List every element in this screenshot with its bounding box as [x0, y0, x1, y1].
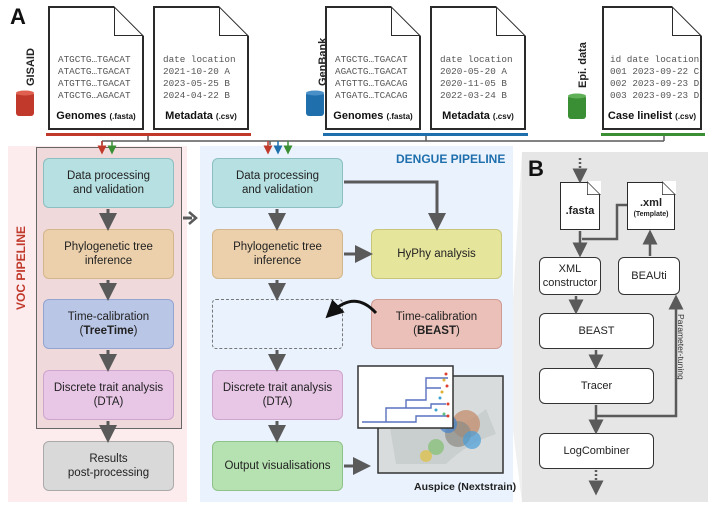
database-icon-genbank: [306, 90, 324, 116]
source-merge-lines: [101, 136, 665, 145]
fasta-file: .fasta: [560, 181, 601, 230]
gisaid-bar: [46, 133, 251, 136]
logcombiner: LogCombiner: [539, 433, 654, 469]
doc-caption: Genomes (.fasta): [333, 110, 413, 122]
beast: BEAST: [539, 313, 654, 349]
xml-constructor: XML constructor: [539, 257, 601, 295]
panel-label-b: B: [528, 156, 544, 181]
panel-label-a: A: [10, 4, 26, 29]
doc-content: ATGCTG…TGACAT ATACTG…TGACAT ATGTTG…TGACA…: [58, 54, 131, 101]
doc-gisaid-metadata: date location 2021-10-20 A 2023-05-25 B …: [153, 6, 249, 130]
dengue-time-calibration: Time-calibration (BEAST): [371, 299, 502, 349]
map-bubble: [420, 450, 432, 462]
doc-content: date location 2021-10-20 A 2023-05-25 B …: [163, 54, 236, 101]
page-fold-icon: [496, 6, 526, 36]
fasta-label: .fasta: [565, 205, 595, 217]
treetime-label: TreeTime: [83, 325, 134, 337]
voc-results-postprocessing: Results post-processing: [43, 441, 174, 491]
voc-to-dengue-arrow: [188, 211, 198, 225]
voc-phylo-inference: Phylogenetic tree inference: [43, 229, 174, 279]
page-fold-icon: [662, 181, 676, 195]
doc-content: date location 2020-05-20 A 2020-11-05 B …: [440, 54, 513, 101]
xml-template-file: .xml (Template): [627, 181, 676, 230]
auspice-caption: Auspice (Nextstrain): [414, 481, 517, 493]
page-fold-icon: [391, 6, 421, 36]
voc-time-calibration: Time-calibration (TreeTime): [43, 299, 174, 349]
map-bubble: [463, 431, 481, 449]
page-fold-icon: [219, 6, 249, 36]
auspice-screenshot: [357, 365, 504, 474]
doc-genbank-genomes: ATGCTG…TGACAT AGACTG…TGACAT ATGTTG…TGACA…: [325, 6, 421, 130]
doc-caption: Metadata (.csv): [442, 110, 514, 122]
doc-genbank-metadata: date location 2020-05-20 A 2020-11-05 B …: [430, 6, 526, 130]
doc-caption: Metadata (.csv): [165, 110, 237, 122]
page-fold-icon: [587, 181, 601, 195]
doc-epi-linelist: id date location 001 2023-09-22 C 002 20…: [602, 6, 702, 130]
doc-caption: Case linelist (.csv): [607, 110, 697, 122]
database-icon-gisaid: [16, 90, 34, 116]
dengue-pipeline-title: DENGUE PIPELINE: [396, 152, 506, 166]
xml-label: .xml: [639, 197, 662, 209]
beauti: BEAUti: [618, 257, 680, 295]
database-icons: [16, 90, 586, 119]
tree-view: [357, 365, 454, 429]
xml-template-sublabel: (Template): [633, 211, 669, 218]
genbank-bar: [323, 133, 528, 136]
dengue-data-processing: Data processing and validation: [212, 158, 343, 208]
database-icon-epi: [568, 93, 586, 119]
output-visualisations: Output visualisations: [212, 441, 343, 491]
voc-data-processing: Data processing and validation: [43, 158, 174, 208]
beast-substitution-arrow: [325, 299, 378, 319]
page-fold-icon: [672, 6, 702, 36]
dengue-phylo-inference: Phylogenetic tree inference: [212, 229, 343, 279]
doc-caption: Genomes (.fasta): [56, 110, 136, 122]
map-bubble: [428, 439, 444, 455]
beast-label: BEAST: [417, 325, 456, 337]
doc-content: id date location 001 2023-09-22 C 002 20…: [610, 54, 700, 101]
doc-gisaid-genomes: ATGCTG…TGACAT ATACTG…TGACAT ATGTTG…TGACA…: [48, 6, 144, 130]
page-fold-icon: [114, 6, 144, 36]
epi-bar: [601, 133, 705, 136]
doc-content: ATGCTG…TGACAT AGACTG…TGACAT ATGTTG…TGACA…: [335, 54, 408, 101]
